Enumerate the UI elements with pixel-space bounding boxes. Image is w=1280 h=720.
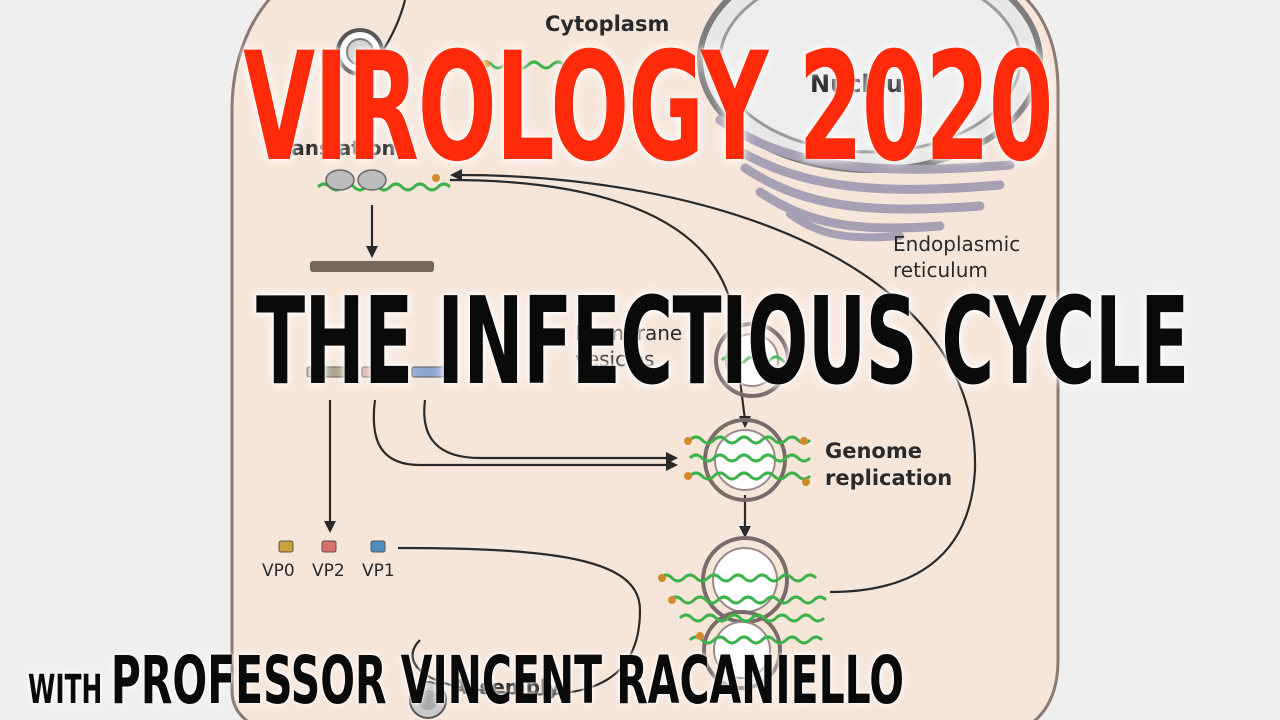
processed-fragments (306, 366, 447, 378)
endoplasmic-reticulum (715, 115, 1015, 242)
assembled-virion (409, 681, 447, 719)
membrane-vesicle (714, 322, 796, 398)
label-er-line2: reticulum (893, 258, 988, 282)
label-cytoplasm: Cytoplasm (545, 12, 669, 36)
label-membrane-line2: vesicles (575, 347, 654, 371)
byline-name: PROFESSOR VINCENT RACANIELLO (110, 642, 905, 719)
label-genome-line2: replication (825, 466, 952, 490)
replication-complex (684, 418, 812, 502)
rna-strand (478, 60, 566, 70)
label-translation: Translation (270, 136, 396, 160)
polyprotein-bar (310, 261, 434, 272)
label-assembly: Assembly (452, 675, 560, 699)
label-vp1: VP1 (362, 561, 395, 581)
label-er-line1: Endoplasmic (893, 232, 1020, 256)
byline: WITH PROFESSOR VINCENT RACANIELLO (28, 636, 904, 716)
byline-prefix: WITH (28, 667, 103, 713)
ribosomes (316, 169, 452, 192)
capsid-proteins (278, 540, 386, 553)
nucleus (697, 0, 1043, 173)
replication-complex-lower (658, 536, 828, 690)
label-membrane-line1: Membrane (575, 321, 682, 345)
label-nucleus: Nucleus (810, 70, 917, 98)
label-vp0: VP0 (262, 561, 295, 581)
label-genome-line1: Genome (825, 439, 922, 463)
label-vp2: VP2 (312, 561, 345, 581)
virion-entry (336, 28, 384, 76)
title: VIROLOGY 2020 (243, 21, 1053, 195)
subtitle: THE INFECTIOUS CYCLE (256, 273, 1189, 412)
